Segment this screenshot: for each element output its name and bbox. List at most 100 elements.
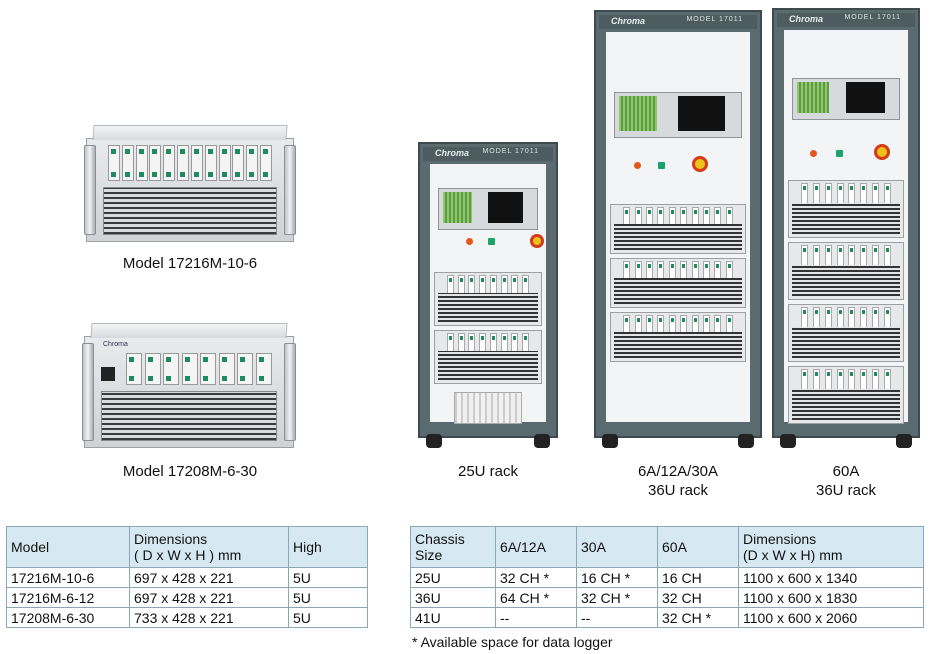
rack-header: Chroma MODEL 17011 [777, 13, 915, 27]
emergency-stop-icon [874, 144, 890, 160]
rack-interior [430, 164, 546, 424]
header-6a-12a: 6A/12A [495, 526, 577, 568]
rack-36u-standard: Chroma MODEL 17011 [594, 10, 762, 448]
cell-30a: 16 CH * [576, 567, 658, 588]
chassis-top [90, 323, 288, 338]
caster-wheel [602, 434, 618, 448]
table-header-row: Model Dimensions ( D x W x H ) mm High [6, 526, 368, 568]
module [610, 258, 746, 308]
caption-model-1: Model 17216M-10-6 [122, 255, 258, 272]
cell-model: 17216M-6-12 [6, 587, 130, 608]
header-dimensions: Dimensions ( D x W x H ) mm [129, 526, 289, 568]
industrial-computer [438, 188, 538, 230]
cell-high: 5U [288, 607, 368, 628]
cell-dimensions: 733 x 428 x 221 [129, 607, 289, 628]
cell-60a: 16 CH [657, 567, 739, 588]
module [434, 330, 542, 384]
header-dimensions-line-1: Dimensions [134, 531, 208, 547]
cell-high: 5U [288, 567, 368, 588]
header-60a: 60A [657, 526, 739, 568]
rack-brand: Chroma [789, 14, 824, 24]
control-panel [792, 144, 900, 168]
channel-slots [107, 145, 273, 181]
caster-wheel [534, 434, 550, 448]
caster-wheel [738, 434, 754, 448]
header-30a: 30A [576, 526, 658, 568]
indicator-icon [810, 150, 817, 157]
module [788, 304, 904, 362]
caption-model-2: Model 17208M-6-30 [122, 463, 258, 480]
rack-model: MODEL 17011 [482, 148, 539, 155]
table-row: 41U -- -- 32 CH * 1100 x 600 x 2060 [410, 607, 924, 628]
cell-dimensions: 1100 x 600 x 2060 [738, 607, 924, 628]
emergency-stop-icon [692, 156, 708, 172]
right-handle [284, 343, 296, 441]
cell-chassis: 36U [410, 587, 496, 608]
rack-interior [784, 30, 908, 424]
footnote: * Available space for data logger [412, 634, 613, 650]
control-panel [438, 234, 544, 256]
channel-slots [125, 353, 273, 385]
rack-model: MODEL 17011 [686, 16, 743, 23]
header-model: Model [6, 526, 130, 568]
module [788, 180, 904, 238]
cell-30a: -- [576, 607, 658, 628]
cell-6a-12a: 64 CH * [495, 587, 577, 608]
header-dimensions-line-2: ( D x W x H ) mm [134, 547, 242, 563]
start-button-icon [488, 238, 495, 245]
table-row: 17216M-10-6 697 x 428 x 221 5U [6, 567, 368, 588]
caption-rack-36u-60a: 60A 36U rack [776, 462, 916, 500]
cell-6a-12a: 32 CH * [495, 567, 577, 588]
cell-dimensions: 1100 x 600 x 1340 [738, 567, 924, 588]
cell-dimensions: 697 x 428 x 221 [129, 587, 289, 608]
cell-chassis: 25U [410, 567, 496, 588]
rack-header: Chroma MODEL 17011 [599, 15, 757, 29]
cell-model: 17208M-6-30 [6, 607, 130, 628]
caption-rack-25u: 25U rack [457, 463, 519, 480]
cell-60a: 32 CH * [657, 607, 739, 628]
module [788, 366, 904, 424]
cell-dimensions: 697 x 428 x 221 [129, 567, 289, 588]
rack-brand: Chroma [611, 16, 646, 26]
rack-25u: Chroma MODEL 17011 [418, 142, 558, 448]
cell-30a: 32 CH * [576, 587, 658, 608]
indicator-icon [634, 162, 641, 169]
cell-high: 5U [288, 587, 368, 608]
cell-model: 17216M-10-6 [6, 567, 130, 588]
industrial-computer [792, 78, 900, 120]
rack-36u-60a: Chroma MODEL 17011 [772, 8, 920, 448]
cell-chassis: 41U [410, 607, 496, 628]
header-chassis-size: Chassis Size [410, 526, 496, 568]
table-row: 17208M-6-30 733 x 428 x 221 5U [6, 607, 368, 628]
table-header-row: Chassis Size 6A/12A 30A 60A Dimensions (… [410, 526, 924, 568]
caster-wheel [896, 434, 912, 448]
start-button-icon [836, 150, 843, 157]
rack-interior [606, 32, 750, 422]
header-chassis-line-2: Size [415, 547, 443, 563]
chassis-17208m-6-30: Chroma [82, 323, 296, 448]
header-high: High [288, 526, 368, 568]
cell-6a-12a: -- [495, 607, 577, 628]
left-handle [82, 343, 94, 441]
caster-wheel [426, 434, 442, 448]
industrial-computer [614, 92, 742, 138]
left-handle [84, 145, 96, 235]
header-chassis-line-1: Chassis [415, 531, 465, 547]
module [434, 272, 542, 326]
emergency-stop-icon [530, 234, 544, 248]
header-dimensions-line-2: (D x W x H) mm [743, 547, 843, 563]
vent-grille [101, 391, 277, 441]
vent-grille [103, 187, 277, 235]
rack-model: MODEL 17011 [844, 14, 901, 21]
model-dimensions-table: Model Dimensions ( D x W x H ) mm High 1… [6, 526, 368, 628]
chassis-capacity-table: Chassis Size 6A/12A 30A 60A Dimensions (… [410, 526, 924, 628]
header-dimensions-line-1: Dimensions [743, 531, 817, 547]
cell-60a: 32 CH [657, 587, 739, 608]
rack-brand: Chroma [435, 148, 470, 158]
caption-line-2: 36U rack [647, 482, 709, 499]
caption-line-1: 60A [832, 463, 860, 480]
rack-header: Chroma MODEL 17011 [423, 147, 553, 161]
chassis-top [92, 125, 288, 140]
header-dimensions: Dimensions (D x W x H) mm [738, 526, 924, 568]
table-row: 17216M-6-12 697 x 428 x 221 5U [6, 587, 368, 608]
